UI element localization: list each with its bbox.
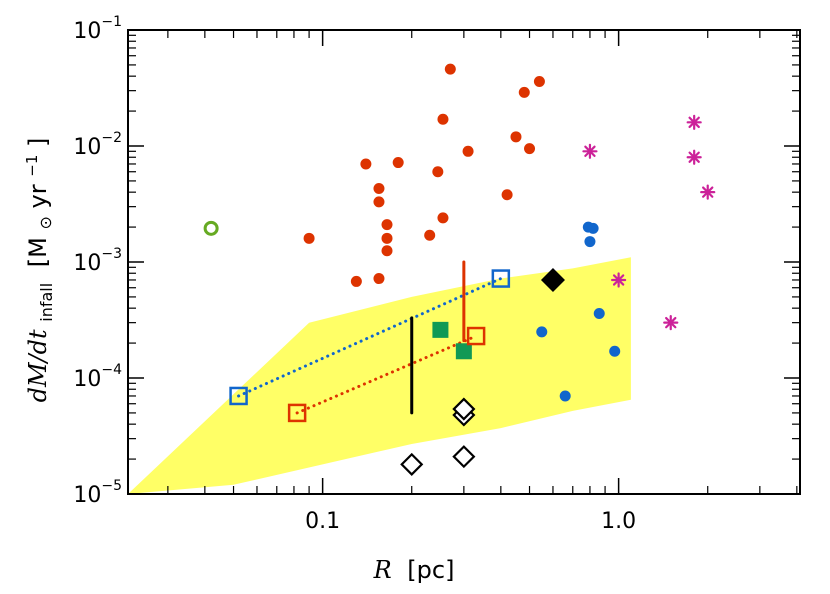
filled-circle-marker-1-4 [373,183,385,195]
filled-square-marker-4-2 [455,343,472,360]
shaded-region-layer [128,257,631,494]
open-diamond-marker-7-2 [452,445,476,469]
filled-circle-marker-1-11 [424,229,436,241]
filled-circle-marker-2-6 [593,307,605,319]
x-axis-unit: [pc] [407,556,454,584]
y-tick-label-5: 10−1 [73,14,122,44]
connector-lines-layer [237,260,503,415]
y-tick-base: 10 [73,367,101,392]
y-axis-unit-sym: ⊙ [36,216,55,229]
filled-square-marker-4-1 [432,321,449,338]
filled-circle-marker-1-7 [381,219,393,231]
connector-line-1 [237,277,503,398]
y-axis-sub: infall [37,283,56,322]
y-tick-base: 10 [73,483,101,508]
asterisk-marker-3-3-stroke-4 [665,316,677,329]
asterisk-marker-3-4-stroke-4 [688,116,700,129]
asterisk-marker-3-4 [686,114,702,130]
y-tick-base: 10 [73,19,101,44]
y-tick-label-2: 10−4 [73,362,122,392]
y-tick-base: 10 [73,135,101,160]
y-axis-unit-sup: −1 [23,155,41,177]
y-tick-exponent: −5 [101,478,122,494]
asterisk-marker-3-5-stroke-4 [688,151,700,163]
filled-circle-marker-2-7 [609,345,621,357]
asterisk-marker-3-2 [611,272,627,288]
filled-circle-marker-1-6 [373,273,385,285]
open-square-marker-6-1 [287,403,307,423]
filled-circle-marker-2-2 [559,390,571,402]
filled-diamond-marker-8-1 [540,267,565,292]
y-tick-label-1: 10−5 [73,478,122,508]
filled-circle-marker-1-2 [350,275,362,287]
x-tick-label-1: 0.1 [305,509,340,534]
filled-circle-marker-1-8 [381,232,393,244]
filled-circle-marker-1-16 [462,145,474,157]
filled-circle-marker-1-13 [437,113,449,125]
y-tick-exponent: −4 [101,362,122,378]
filled-circle-marker-1-15 [444,63,456,75]
filled-circle-marker-1-18 [510,131,522,143]
y-tick-label-3: 10−3 [73,246,122,276]
y-tick-base: 10 [73,251,101,276]
y-tick-label-4: 10−2 [73,130,122,160]
open-circle-marker-9-1 [203,220,219,236]
asterisk-marker-3-6 [700,184,716,200]
y-axis-unit-pre: [M [24,237,52,267]
filled-circle-marker-1-19 [518,86,530,98]
y-tick-exponent: −1 [101,14,122,30]
filled-circle-marker-1-10 [392,157,404,169]
asterisk-marker-3-6-stroke-4 [702,186,714,198]
y-axis-unit-post: ] [24,138,52,147]
y-tick-exponent: −3 [101,246,122,262]
filled-circle-marker-2-5 [584,236,596,248]
open-square-marker-5-2 [491,269,511,288]
asterisk-marker-3-1-stroke-4 [584,145,596,158]
filled-circle-marker-1-17 [501,189,513,201]
filled-circle-marker-1-5 [373,196,385,208]
filled-circle-marker-2-4 [587,222,599,234]
open-diamond-marker-7-4 [452,397,476,421]
filled-circle-marker-1-20 [524,143,536,155]
y-axis-var: dM/dt [24,329,52,402]
filled-circle-marker-1-12 [432,166,444,178]
filled-circle-marker-2-1 [536,326,548,338]
filled-circle-marker-1-14 [437,212,449,224]
y-axis-label: dM/dt infall [M ⊙ yr −1 ] [15,138,58,403]
filled-circle-marker-1-21 [533,75,545,87]
open-square-marker-6-2 [466,326,486,346]
asterisk-marker-3-1 [582,143,598,159]
filled-circle-marker-1-3 [360,158,372,170]
open-diamond-marker-7-1 [400,452,424,476]
asterisk-marker-3-5 [686,149,702,165]
y-tick-exponent: −2 [101,130,122,146]
asterisk-marker-3-2-stroke-4 [612,274,625,286]
markers-layer [203,63,716,476]
y-axis-unit-mid: yr [24,184,52,208]
x-tick-label-2: 1.0 [601,509,636,534]
filled-circle-marker-1-1 [303,232,315,244]
connector-line-2 [295,334,478,415]
shaded-region [128,257,631,494]
asterisk-marker-3-3 [663,315,679,331]
open-square-marker-5-1 [229,386,248,406]
filled-circle-marker-1-9 [381,245,393,257]
x-axis-var: R [373,556,392,584]
x-axis-label: R [pc] [373,556,455,584]
